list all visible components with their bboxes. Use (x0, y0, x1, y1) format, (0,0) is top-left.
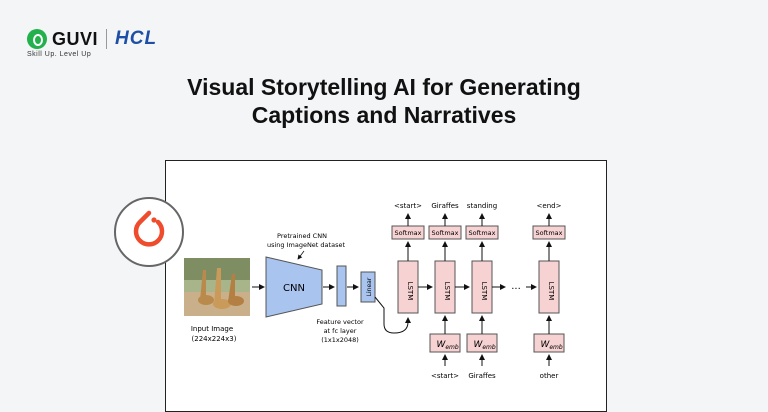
lstm-cell-4: LSTM (538, 260, 560, 314)
embedding-subscript: emb (549, 344, 563, 351)
input-image-size: (224x224x3) (192, 335, 237, 343)
lstm-cell-1: LSTM (397, 260, 419, 314)
input-word-2: Giraffes (468, 372, 496, 380)
guvi-logo-icon (27, 29, 47, 49)
feature-note-2: at fc layer (324, 327, 357, 335)
architecture-diagram: Input Image (224x224x3) CNN Pretrained C… (184, 202, 566, 380)
output-word-4: <end> (537, 202, 562, 210)
sequence-ellipsis: ... (511, 281, 521, 292)
softmax-label: Softmax (536, 229, 563, 237)
embedding-subscript: emb (482, 344, 496, 351)
embedding-subscript: emb (445, 344, 459, 351)
softmax-3: Softmax (465, 225, 499, 240)
lstm-label: LSTM (406, 282, 414, 301)
feature-note-1: Feature vector (316, 318, 364, 326)
embedding-box-3: W emb (533, 333, 565, 353)
softmax-label: Softmax (469, 229, 496, 237)
softmax-label: Softmax (432, 229, 459, 237)
linear-label: Linear (366, 277, 373, 296)
embedding-box-2: W emb (466, 333, 498, 353)
softmax-4: Softmax (532, 225, 566, 240)
guvi-logo-text: GUVI (52, 28, 99, 49)
brand-tagline: Skill Up. Level Up (27, 51, 92, 58)
hcl-logo-text: HCL (115, 28, 158, 49)
cnn-block (265, 256, 323, 318)
feature-vector (336, 265, 347, 307)
cnn-note-2: using ImageNet dataset (267, 241, 345, 249)
embedding-symbol: W (541, 340, 551, 350)
cnn-note-arrow (297, 250, 305, 260)
input-word-1: <start> (431, 372, 459, 380)
softmax-label: Softmax (395, 229, 422, 237)
softmax-1: Softmax (391, 225, 425, 240)
input-word-3: other (540, 372, 559, 380)
output-word-2: Giraffes (431, 202, 459, 210)
lstm-label: LSTM (547, 282, 555, 301)
input-image-label: Input Image (191, 325, 233, 333)
output-word-1: <start> (394, 202, 422, 210)
arrow-linear-to-lstm (374, 296, 411, 334)
softmax-2: Softmax (428, 225, 462, 240)
input-image (184, 258, 250, 316)
pytorch-flame-icon (133, 210, 165, 247)
linear-layer (360, 271, 376, 303)
title-line-1: Visual Storytelling AI for Generating (187, 74, 581, 100)
cnn-label: CNN (283, 283, 305, 294)
cnn-note-1: Pretrained CNN (277, 232, 327, 240)
feature-note-3: (1x1x2048) (321, 336, 359, 344)
page-title: Visual Storytelling AI for Generating Ca… (0, 73, 768, 129)
embedding-symbol: W (474, 340, 484, 350)
brand-logo[interactable]: GUVI HCL (27, 28, 157, 50)
lstm-label: LSTM (480, 282, 488, 301)
lstm-cell-2: LSTM (434, 260, 456, 314)
title-line-2: Captions and Narratives (251, 102, 517, 128)
pytorch-logo (114, 197, 184, 267)
logo-divider (106, 29, 108, 49)
embedding-symbol: W (437, 340, 447, 350)
lstm-label: LSTM (443, 282, 451, 301)
output-word-3: standing (467, 202, 497, 210)
embedding-box-1: W emb (429, 333, 461, 353)
lstm-cell-3: LSTM (471, 260, 493, 314)
